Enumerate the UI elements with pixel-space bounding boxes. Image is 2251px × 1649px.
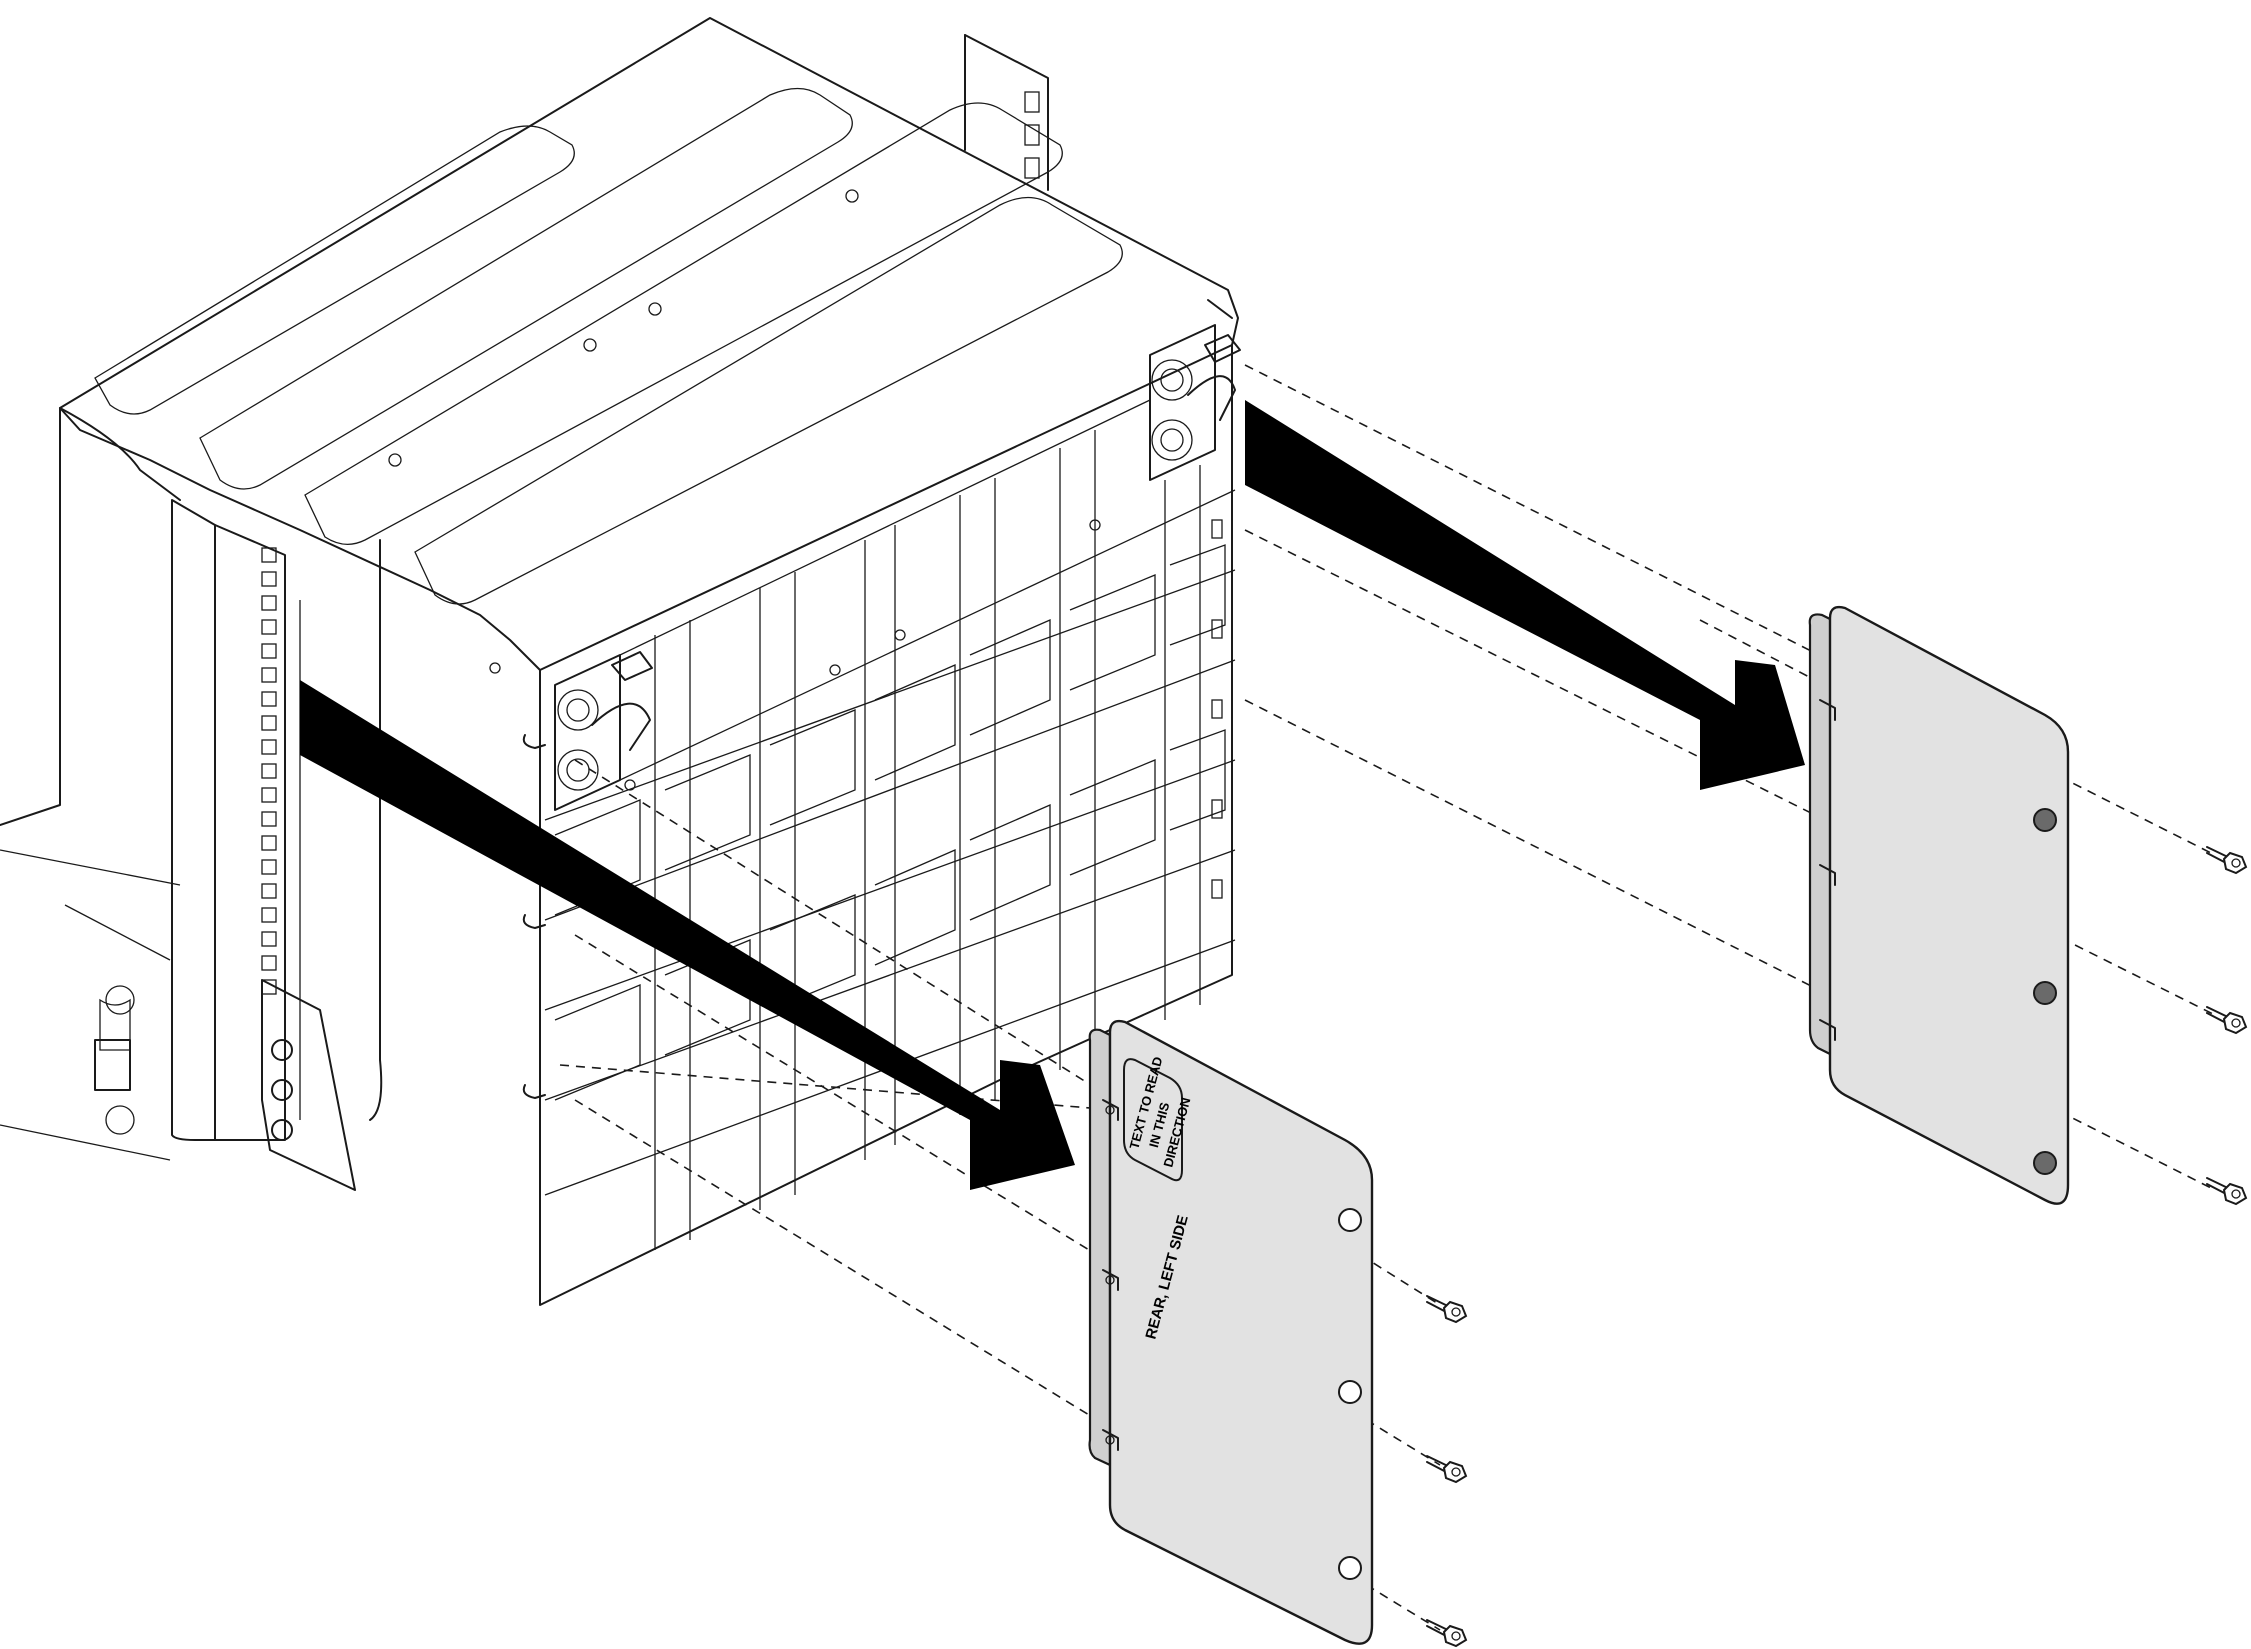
screw	[1426, 1295, 1468, 1324]
screw	[1426, 1455, 1468, 1484]
panel-hole	[1338, 1208, 1362, 1232]
screw	[2206, 1177, 2248, 1206]
fan-module-upper	[1149, 324, 1241, 481]
arrow-right-panel	[1245, 400, 1805, 790]
arrow-left-panel	[300, 680, 1075, 1190]
left-rear-panel: TEXT TO READ IN THIS DIRECTION REAR, LEF…	[1088, 1019, 1374, 1645]
rack-rail-right	[964, 34, 1233, 691]
right-rear-panel	[1808, 605, 2070, 1205]
rack-rail-left	[171, 499, 356, 1191]
panel-hole	[2033, 1151, 2057, 1175]
panel-hole	[1338, 1380, 1362, 1404]
panel-hole	[2033, 981, 2057, 1005]
screws-right	[2206, 846, 2248, 1206]
panel-hole	[2033, 808, 2057, 832]
screws-left	[1426, 1295, 1468, 1648]
screw	[2206, 1006, 2248, 1035]
movement-arrows	[300, 400, 1805, 1190]
panel-hole	[1338, 1556, 1362, 1580]
chassis-left-side	[0, 407, 383, 1161]
chassis-top	[59, 17, 1239, 671]
screw	[2206, 846, 2248, 875]
screw	[1426, 1619, 1468, 1648]
